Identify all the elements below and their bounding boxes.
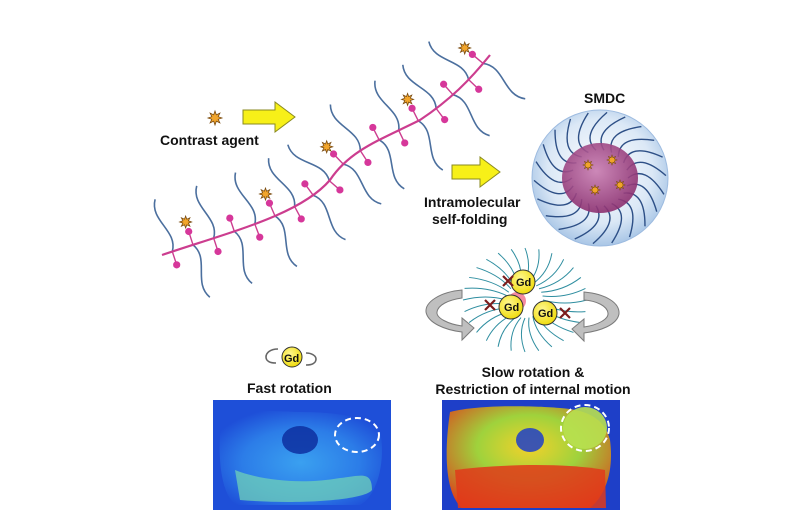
contrast-agent-stars (178, 40, 472, 230)
intramolecular-label: Intramolecular (424, 194, 521, 210)
rotation-arrow-left-icon (425, 289, 475, 342)
restriction-label: Restriction of internal motion (435, 381, 631, 397)
contrast-agent-icon (206, 109, 224, 127)
gd-cluster-icon (462, 247, 588, 353)
rotation-arrow-right-icon (571, 291, 620, 343)
mri-image-fast (213, 400, 391, 510)
gd-label: Gd (284, 353, 300, 365)
smdc-micelle-icon (531, 109, 669, 247)
gd-label: Gd (504, 302, 520, 314)
slow-rotation-label: Slow rotation & (481, 364, 585, 380)
fast-rotation-icon (265, 346, 317, 368)
arrow-right-icon (451, 156, 501, 188)
self-folding-label: self-folding (432, 211, 508, 227)
mri-image-slow (442, 400, 620, 510)
fast-rotation-label: Fast rotation (247, 380, 332, 396)
polymer-chain (153, 40, 526, 298)
arrow-right-icon (242, 101, 296, 133)
gd-label: Gd (538, 308, 554, 320)
contrast-agent-label: Contrast agent (160, 132, 259, 148)
smdc-label: SMDC (584, 90, 626, 106)
grafted-beads (171, 50, 484, 269)
side-chains (153, 41, 526, 298)
gd-label: Gd (516, 277, 532, 289)
